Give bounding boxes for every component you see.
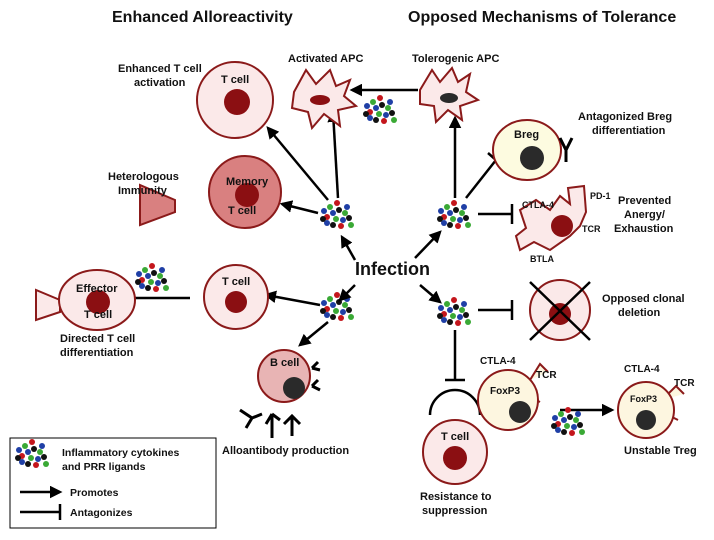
cell-label: B cell bbox=[270, 357, 299, 369]
label-tolerogenic-apc: Tolerogenic APC bbox=[412, 53, 499, 65]
label-directed-1: Directed T cell bbox=[60, 333, 135, 345]
legend-cytokines-2: and PRR ligands bbox=[62, 461, 146, 473]
receptor-label: CTLA-4 bbox=[522, 200, 554, 210]
label-clonal-1: Opposed clonal bbox=[602, 293, 685, 305]
anergic-t-cell bbox=[514, 184, 588, 252]
label-prevented-2: Anergy/ bbox=[624, 209, 665, 221]
nucleus bbox=[224, 89, 250, 115]
label-activated-apc: Activated APC bbox=[288, 53, 363, 65]
antibody-icon bbox=[239, 360, 321, 438]
receptor-label: CTLA-4 bbox=[624, 364, 660, 375]
nucleus bbox=[551, 215, 573, 237]
nucleus bbox=[86, 290, 110, 314]
antibody-icon bbox=[558, 137, 574, 162]
cytokine-cluster bbox=[437, 200, 471, 229]
cell-label: T cell bbox=[222, 276, 250, 288]
cytokine-cluster bbox=[320, 200, 354, 229]
legend-cytokines-1: Inflammatory cytokines bbox=[62, 447, 179, 459]
cytokine-cluster bbox=[363, 95, 397, 124]
label-resistance-1: Resistance to bbox=[420, 491, 492, 503]
label-antag-breg-1: Antagonized Breg bbox=[578, 111, 672, 123]
heading-right: Opposed Mechanisms of Tolerance bbox=[408, 9, 676, 26]
cytokine-cluster bbox=[135, 263, 169, 292]
receptor-label: CTLA-4 bbox=[480, 356, 516, 367]
label-alloantibody: Alloantibody production bbox=[222, 445, 349, 457]
label-enhanced-t-1: Enhanced T cell bbox=[118, 63, 202, 75]
cell-label: FoxP3 bbox=[490, 386, 520, 397]
label-clonal-2: deletion bbox=[618, 307, 660, 319]
nucleus bbox=[509, 401, 531, 423]
nucleus bbox=[283, 377, 305, 399]
cell-label: Breg bbox=[514, 129, 539, 141]
receptor-label: TCR bbox=[582, 224, 601, 234]
heading-left: Enhanced Alloreactivity bbox=[112, 9, 293, 26]
label-resistance-2: suppression bbox=[422, 505, 488, 517]
treg-cell bbox=[477, 369, 539, 431]
receptor-label: TCR bbox=[674, 378, 695, 389]
label-heterologous-2: Immunity bbox=[118, 185, 168, 197]
nucleus bbox=[235, 183, 259, 207]
receptor-label: PD-1 bbox=[590, 191, 611, 201]
nucleus bbox=[549, 303, 571, 325]
legend-antagonizes: Antagonizes bbox=[70, 507, 133, 519]
receptor-label: BTLA bbox=[530, 254, 554, 264]
cross-icon bbox=[529, 281, 591, 341]
nucleus bbox=[225, 291, 247, 313]
label-heterologous-1: Heterologous bbox=[108, 171, 179, 183]
nucleus bbox=[636, 410, 656, 430]
legend-promotes: Promotes bbox=[70, 487, 119, 499]
cell-label: Effector bbox=[76, 283, 118, 295]
label-prevented-1: Prevented bbox=[618, 195, 671, 207]
cell-label: Memory bbox=[226, 176, 269, 188]
cytokine-cluster bbox=[437, 297, 471, 326]
nucleus bbox=[310, 95, 330, 105]
label-antag-breg-2: differentiation bbox=[592, 125, 666, 137]
receptor-label: TCR bbox=[536, 370, 557, 381]
cytokine-cluster bbox=[551, 407, 585, 436]
label-directed-2: differentiation bbox=[60, 347, 134, 359]
cytokine-cluster bbox=[320, 292, 354, 321]
label-enhanced-t-2: activation bbox=[134, 77, 186, 89]
nucleus bbox=[443, 446, 467, 470]
cell-label: FoxP3 bbox=[630, 394, 657, 404]
cell-label: T cell bbox=[228, 205, 256, 217]
label-prevented-3: Exhaustion bbox=[614, 223, 674, 235]
nucleus bbox=[440, 93, 458, 103]
infection-label: Infection bbox=[355, 259, 430, 279]
nucleus bbox=[520, 146, 544, 170]
cell-label: T cell bbox=[441, 431, 469, 443]
cell-label: T cell bbox=[221, 74, 249, 86]
cell-label: T cell bbox=[84, 309, 112, 321]
label-unstable: Unstable Treg bbox=[624, 445, 697, 457]
